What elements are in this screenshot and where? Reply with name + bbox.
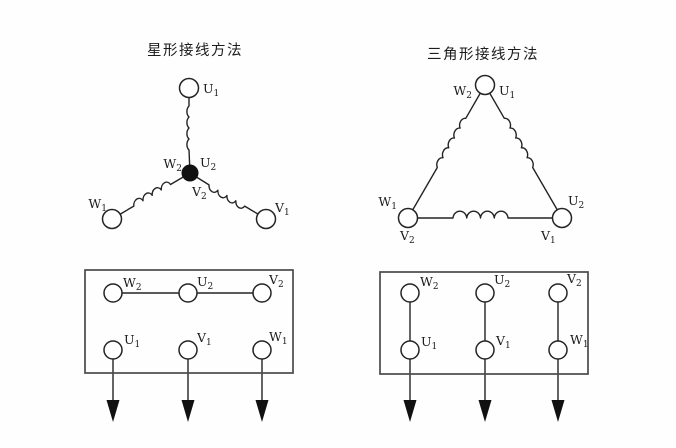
star-label-v2: V2	[191, 184, 207, 202]
delta-box-label-w1: W1	[570, 332, 589, 350]
delta-box-terminal-v2	[548, 283, 568, 303]
delta-bottom-winding	[407, 210, 563, 219]
star-box-terminal-u2	[178, 283, 198, 303]
star-box-arrow-v1-icon	[181, 400, 195, 422]
delta-label-w2: W2	[453, 83, 472, 101]
delta-right-winding	[484, 84, 563, 219]
delta-connection-title: 三角形接线方法	[427, 46, 539, 63]
star-phase-v-winding	[189, 172, 267, 220]
star-terminal-v1	[255, 208, 277, 230]
star-box-terminal-u1	[103, 340, 123, 360]
star-box-arrow-u1-icon	[106, 400, 120, 422]
delta-terminal-bottom-left	[397, 207, 419, 229]
delta-label-v1: V1	[540, 228, 556, 246]
delta-box-label-u1: U1	[421, 334, 437, 352]
star-label-w1: W1	[88, 196, 107, 214]
delta-box-arrow-w1-icon	[551, 400, 565, 422]
star-terminal-u1	[178, 77, 200, 99]
delta-left-winding	[407, 84, 486, 219]
delta-box-terminal-u2	[475, 283, 495, 303]
star-connection-diagram: 星形接线方法 U1 W2 U2 V2 W1 V1	[88, 42, 290, 230]
star-box-label-w2: W2	[123, 275, 142, 293]
delta-box-terminal-u1	[400, 340, 420, 360]
star-label-w2: W2	[163, 156, 182, 174]
star-terminal-box: W2 U2 V2 U1 V1 W1	[84, 269, 294, 422]
delta-label-w1: W1	[378, 194, 397, 212]
star-phase-w-winding	[111, 172, 191, 220]
delta-box-label-v2: V2	[566, 271, 582, 289]
delta-label-u2: U2	[568, 193, 584, 211]
star-terminal-w1	[101, 208, 123, 230]
delta-box-outline	[379, 271, 589, 375]
delta-box-arrow-u1-icon	[403, 400, 417, 422]
delta-box-label-u2: U2	[494, 272, 510, 290]
star-label-u2: U2	[200, 155, 216, 173]
star-box-terminal-v2	[252, 283, 272, 303]
star-box-label-v2: V2	[268, 272, 284, 290]
star-box-label-u1: U1	[124, 332, 140, 350]
star-box-terminal-v1	[178, 340, 198, 360]
star-box-arrow-w1-icon	[255, 400, 269, 422]
delta-box-terminal-w2	[400, 283, 420, 303]
delta-terminal-bottom-right	[551, 207, 573, 229]
star-label-v1: V1	[274, 200, 290, 218]
star-box-label-u2: U2	[197, 274, 213, 292]
star-label-u1: U1	[203, 81, 219, 99]
delta-label-u1: U1	[499, 83, 515, 101]
star-connection-title: 星形接线方法	[147, 42, 243, 59]
star-phase-u-winding	[186, 96, 191, 174]
star-neutral-point	[181, 164, 199, 182]
delta-box-terminal-w1	[548, 340, 568, 360]
delta-box-label-v1: V1	[495, 333, 511, 351]
delta-box-terminal-v1	[475, 340, 495, 360]
star-box-label-v1: V1	[196, 330, 212, 348]
delta-terminal-top	[474, 74, 496, 96]
delta-connection-diagram: 三角形接线方法 W2 U1 W1 V2 U2 V1	[378, 46, 584, 246]
star-box-outline	[84, 269, 294, 374]
star-box-terminal-w2	[103, 283, 123, 303]
star-box-terminal-w1	[252, 340, 272, 360]
delta-box-label-w2: W2	[420, 274, 439, 292]
delta-terminal-box: W2 U2 V2 U1 V1 W1	[379, 271, 589, 422]
delta-box-arrow-v1-icon	[478, 400, 492, 422]
delta-label-v2: V2	[399, 228, 415, 246]
star-box-label-w1: W1	[269, 329, 288, 347]
